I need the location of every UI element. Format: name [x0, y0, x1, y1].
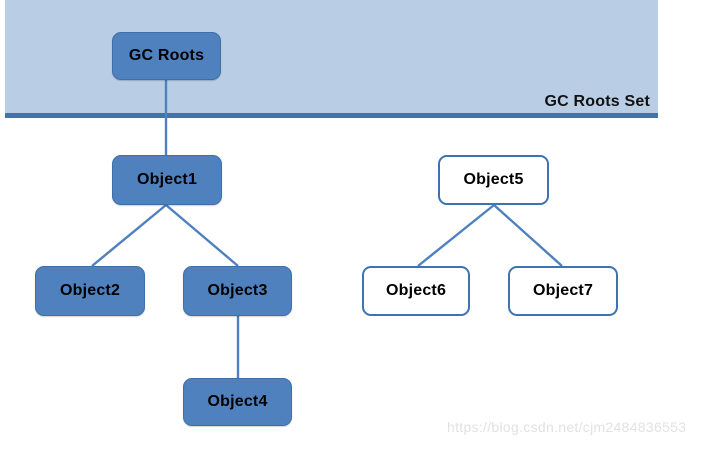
gc-roots-set-divider — [5, 113, 658, 118]
node-object5[interactable]: Object5 — [438, 155, 549, 205]
node-label: Object5 — [463, 171, 524, 188]
node-object2[interactable]: Object2 — [35, 266, 145, 316]
node-object3[interactable]: Object3 — [183, 266, 292, 316]
node-label: GC Roots — [128, 47, 205, 64]
gc-roots-set-region: GC Roots Set — [5, 0, 658, 113]
node-object6[interactable]: Object6 — [362, 266, 470, 316]
gc-roots-set-label: GC Roots Set — [544, 93, 650, 110]
node-object7[interactable]: Object7 — [508, 266, 618, 316]
node-object4[interactable]: Object4 — [183, 378, 292, 426]
watermark: https://blog.csdn.net/cjm2484836553 — [447, 419, 687, 435]
edge-object5-object7 — [493, 204, 563, 267]
node-label: Object4 — [207, 393, 268, 410]
node-label: Object7 — [532, 282, 594, 299]
node-label: Object2 — [59, 282, 121, 299]
node-label: Object1 — [136, 171, 198, 188]
node-label: Object6 — [385, 282, 447, 299]
edge-object5-object6 — [417, 204, 495, 267]
node-gc-roots[interactable]: GC Roots — [112, 32, 221, 80]
edge-object1-object2 — [91, 204, 167, 267]
edge-object1-object3 — [165, 204, 239, 267]
node-label: Object3 — [207, 282, 268, 299]
node-object1[interactable]: Object1 — [112, 155, 222, 205]
